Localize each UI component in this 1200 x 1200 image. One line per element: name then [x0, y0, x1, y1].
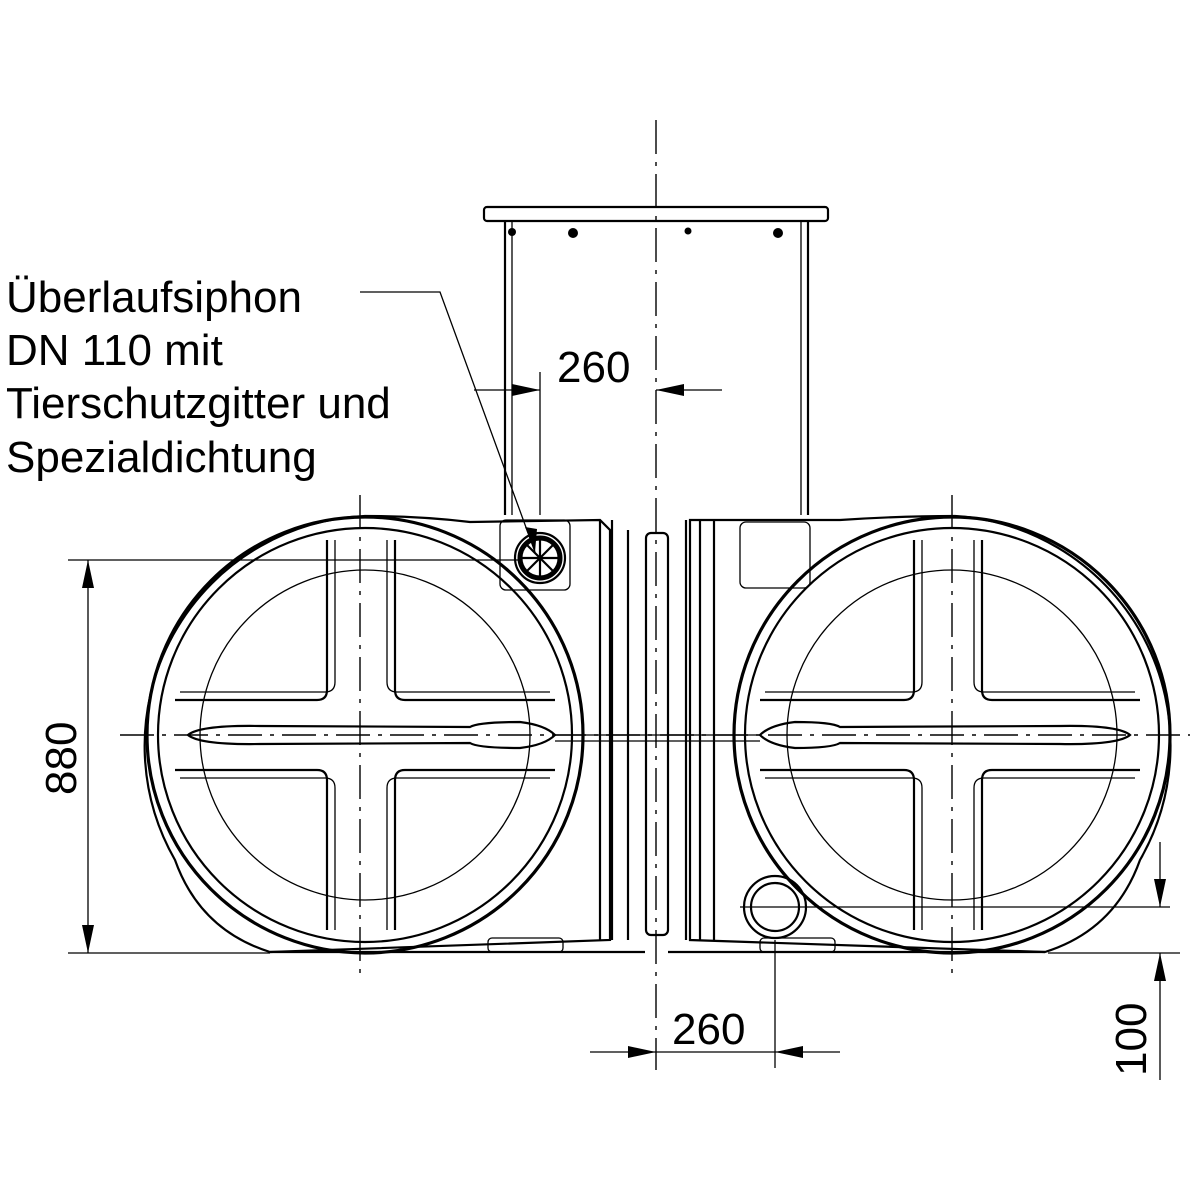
dimension-top-260: 260 [474, 343, 722, 515]
dimension-inlet-100: 100 [1048, 842, 1180, 1080]
dimension-bottom-value: 260 [672, 1005, 745, 1054]
bolt-icon [568, 228, 578, 238]
callout-line-2: DN 110 mit [6, 326, 223, 375]
bolt-icon [508, 228, 516, 236]
dimension-top-value: 260 [557, 343, 630, 392]
bolt-icon [684, 227, 692, 235]
callout-leader [360, 291, 537, 553]
center-lines [120, 120, 1190, 1070]
callout-line-3: Tierschutzgitter und [6, 379, 391, 428]
dimension-height-value: 880 [37, 722, 86, 795]
left-end-cap [145, 515, 585, 955]
dimension-inlet-value: 100 [1107, 1003, 1156, 1076]
bolt-icon [773, 228, 783, 238]
callout-line-4: Spezialdichtung [6, 433, 317, 482]
dimension-height-880: 880 [37, 559, 520, 954]
dimension-bottom-260: 260 [590, 940, 840, 1068]
callout-line-1: Überlaufsiphon [6, 273, 302, 322]
riser-shaft [482, 205, 830, 515]
overflow-siphon [513, 531, 567, 585]
inlet-pipe [740, 874, 1170, 940]
callout-label: Überlaufsiphon DN 110 mit Tierschutzgitt… [6, 273, 391, 482]
middle-coupling [487, 519, 836, 953]
